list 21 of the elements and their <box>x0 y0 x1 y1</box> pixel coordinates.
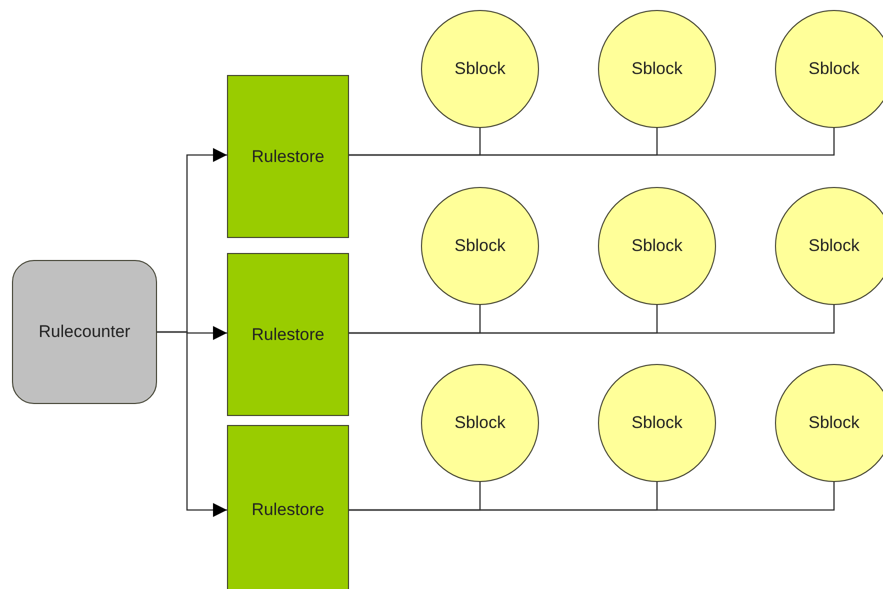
node-label: Sblock <box>454 236 506 256</box>
node-label: Rulestore <box>252 146 324 166</box>
store-box <box>227 425 349 589</box>
arrow <box>157 331 227 517</box>
store-box <box>227 253 349 416</box>
node-label: Sblock <box>631 236 683 256</box>
node-label: Sblock <box>631 413 683 433</box>
node-label: Rulestore <box>252 500 324 520</box>
store-box <box>227 75 349 238</box>
node-label: Rulecounter <box>38 322 130 342</box>
counter-box <box>12 260 157 404</box>
connector-line <box>349 482 835 511</box>
connector-line <box>349 128 835 156</box>
node-label: Sblock <box>631 59 683 79</box>
node-label: Sblock <box>808 236 860 256</box>
node-label: Sblock <box>808 59 860 79</box>
connector-line <box>349 305 835 334</box>
node-label: Rulestore <box>252 324 324 344</box>
node-label: Sblock <box>808 413 860 433</box>
node-label: Sblock <box>454 59 506 79</box>
node-label: Sblock <box>454 413 506 433</box>
